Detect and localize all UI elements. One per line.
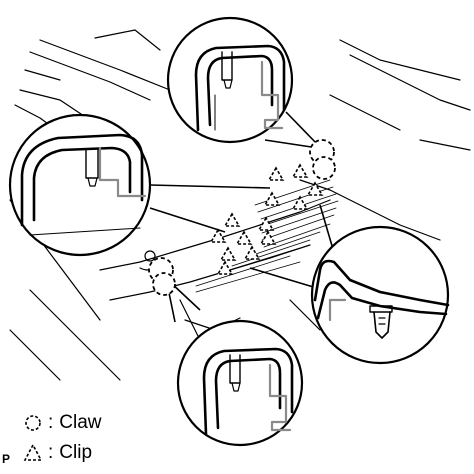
claw-markers (148, 139, 336, 296)
legend-claw: : Claw (22, 412, 102, 434)
clip-markers (209, 163, 324, 275)
clip-marker (263, 191, 281, 206)
corner-mark: P (2, 452, 11, 466)
claw-symbol-colon: : (48, 412, 54, 433)
claw-marker (152, 272, 176, 296)
claw-symbol-icon (25, 415, 41, 431)
clip-marker (223, 212, 241, 227)
detail-view-top (166, 16, 294, 144)
detail-view-right (310, 225, 450, 365)
clip-marker (209, 228, 227, 243)
clip-marker (291, 195, 309, 210)
claw-label: Claw (59, 412, 102, 433)
clip-marker (243, 245, 261, 260)
clip-marker (291, 163, 309, 178)
legend-clip: : Clip (22, 442, 92, 464)
clip-label: Clip (59, 442, 93, 463)
clip-marker (235, 230, 253, 245)
clip-symbol-icon (23, 443, 43, 461)
clip-symbol-colon: : (48, 442, 54, 463)
detail-view-bottom (176, 319, 304, 447)
clip-marker (257, 216, 275, 231)
claw-marker (312, 156, 336, 180)
clip-marker (259, 230, 277, 245)
detail-view-left (8, 113, 152, 257)
clip-marker (216, 260, 234, 275)
clip-marker (306, 181, 324, 196)
clip-marker (267, 166, 285, 181)
clip-marker (219, 246, 237, 261)
